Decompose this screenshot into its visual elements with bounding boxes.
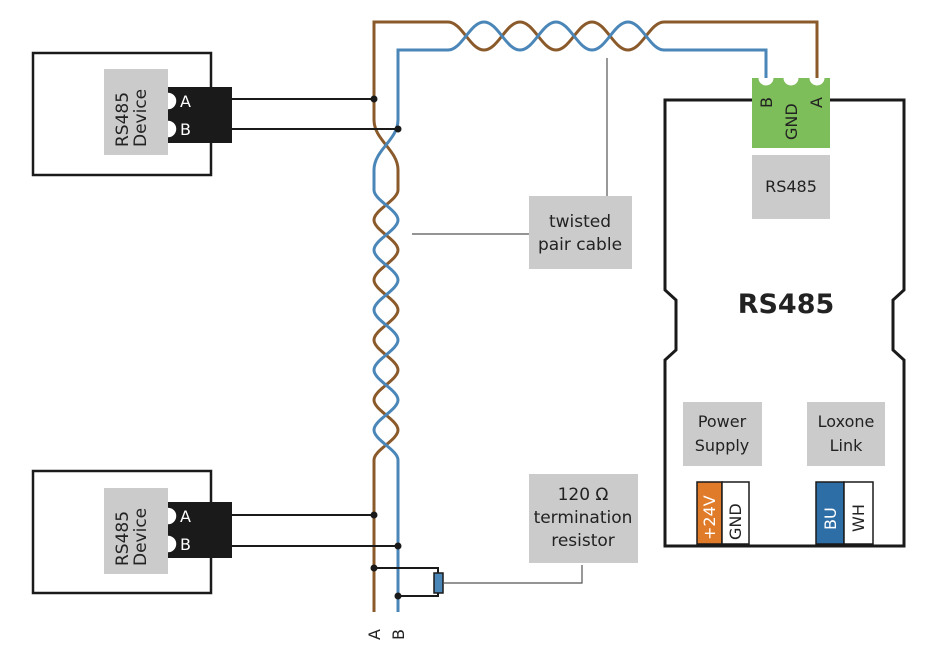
rs485-device-1: RS485 Device A B <box>31 51 402 177</box>
twisted-pair-cable <box>372 20 819 612</box>
device-1-pin-a-socket <box>167 91 178 111</box>
device-2-pin-a: A <box>180 507 191 526</box>
resistor-label: 120 Ω termination resistor <box>529 474 638 563</box>
device-1-connector <box>168 87 232 143</box>
device-2-junction-b <box>394 542 402 550</box>
cable-label: twisted pair cable <box>412 58 632 269</box>
link-label-line1: Loxone <box>818 412 875 431</box>
device-1-label-line1: RS485 <box>113 92 133 147</box>
terminal-b: B <box>757 97 776 108</box>
device-2-pin-b-socket <box>167 534 178 554</box>
resistor-body <box>433 572 444 594</box>
device-1-label-line2: Device <box>131 89 151 147</box>
terminal-gnd: GND <box>782 103 801 140</box>
resistor-label-line3: resistor <box>551 531 615 551</box>
terminal-gnd-socket <box>782 77 800 87</box>
power-terminal-plus-label: +24V <box>700 495 719 540</box>
power-label-bg <box>683 402 762 466</box>
rs485-device-2: RS485 Device A B <box>31 469 402 595</box>
resistor-lead-a <box>374 567 439 574</box>
device-2-pin-a-socket <box>167 506 178 526</box>
wire-a <box>372 20 819 612</box>
rs485-extension: RS485 B GND A RS485 Power Supply +24V GN… <box>663 77 906 548</box>
resistor-label-line2: termination <box>534 508 633 528</box>
power-label-line1: Power <box>698 412 747 431</box>
link-label-bg <box>807 402 885 466</box>
device-2-connector <box>168 502 232 558</box>
link-terminal-bu-label: BU <box>821 507 840 530</box>
rs485-tag: RS485 <box>765 177 817 196</box>
cable-label-bg <box>529 196 632 269</box>
terminal-b-socket <box>757 77 775 87</box>
bus-end-b: B <box>389 629 408 640</box>
rs485-terminal <box>752 78 830 148</box>
resistor-junction-a <box>370 564 378 572</box>
wire-b <box>372 20 768 612</box>
resistor-junction-b <box>394 592 402 600</box>
device-1-pin-b-socket <box>167 119 178 139</box>
device-2-pin-b: B <box>180 535 191 554</box>
cable-label-line2: pair cable <box>538 235 622 255</box>
device-1-junction-a <box>370 95 378 103</box>
terminal-a: A <box>807 97 826 108</box>
power-terminal-plus <box>696 481 723 545</box>
link-label-line2: Link <box>830 436 864 455</box>
resistor-label-bg <box>529 474 638 563</box>
extension-title: RS485 <box>738 289 835 320</box>
device-2-junction-a <box>370 511 378 519</box>
device-2-label-bg <box>104 488 168 574</box>
termination-resistor <box>370 564 583 600</box>
link-terminal-wh-label: WH <box>849 504 868 532</box>
resistor-label-line1: 120 Ω <box>558 485 609 505</box>
resistor-lead-b <box>398 592 439 597</box>
power-label-line2: Supply <box>695 436 750 455</box>
device-1-pin-a: A <box>180 92 191 111</box>
cable-label-line1: twisted <box>549 212 611 232</box>
terminal-a-socket <box>808 77 826 87</box>
device-1-label-bg <box>104 69 168 155</box>
device-2-label-line1: RS485 <box>113 511 133 566</box>
rs485-tag-bg <box>752 155 830 219</box>
device-1-junction-b <box>394 125 402 133</box>
bus-end-a: A <box>365 629 384 640</box>
device-1-pin-b: B <box>180 120 191 139</box>
device-2-label-line2: Device <box>131 508 151 566</box>
link-terminal-wh <box>843 481 874 545</box>
power-terminal-gnd <box>721 481 750 545</box>
power-terminal-gnd-label: GND <box>726 503 745 540</box>
resistor-leader-line <box>443 565 583 584</box>
